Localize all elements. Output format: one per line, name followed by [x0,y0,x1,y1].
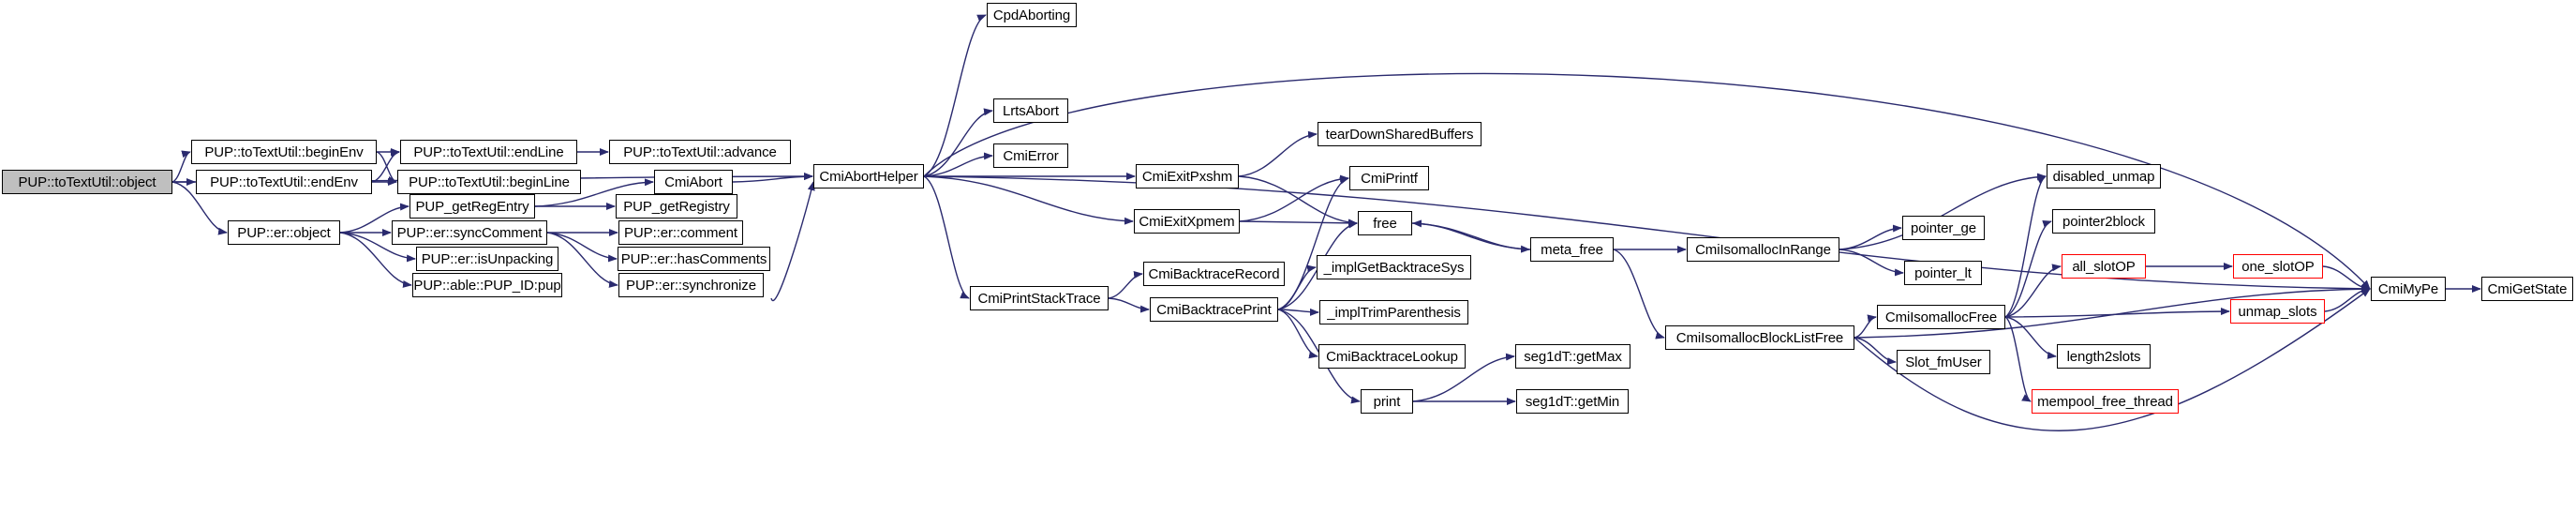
graph-node[interactable]: seg1dT::getMax [1515,344,1630,369]
graph-node[interactable]: one_slotOP [2233,254,2323,279]
graph-edge [1238,175,1358,227]
graph-edge [1277,309,1318,359]
graph-edge [1411,222,1530,253]
graph-node[interactable]: CmiIsomallocBlockListFree [1665,325,1854,350]
graph-node[interactable]: CmiBacktracePrint [1150,297,1278,322]
graph-edge [923,175,1134,225]
graph-node[interactable]: PUP::er::hasComments [618,247,770,271]
graph-node[interactable]: print [1361,389,1413,414]
graph-edge [1839,249,1904,277]
graph-edge [1854,314,1877,339]
graph-edge [2004,316,2032,402]
graph-edge [1277,176,1349,310]
graph-node[interactable]: PUP::toTextUtil::beginLine [397,170,581,194]
graph-edge [2004,316,2057,359]
graph-edge [171,150,191,183]
graph-node[interactable]: CmiAbortHelper [813,164,924,189]
graph-node[interactable]: PUP::er::object [228,220,340,245]
graph-node[interactable]: CmiError [993,143,1068,168]
graph-node[interactable]: pointer2block [2052,209,2155,234]
graph-edge [2004,264,2062,318]
graph-edge [1839,224,1902,250]
graph-node[interactable]: CmiPrintStackTrace [970,286,1109,310]
graph-node[interactable]: PUP::er::comment [618,220,743,245]
graph-node[interactable]: PUP::toTextUtil::beginEnv [191,140,377,164]
graph-edge [376,151,397,184]
graph-node[interactable]: CmiBacktraceLookup [1318,344,1466,369]
graph-node[interactable]: PUP::able::PUP_ID:pup [412,273,562,297]
graph-node[interactable]: CmiAbort [654,170,733,194]
graph-node[interactable]: PUP_getRegistry [616,194,737,219]
graph-edge [1239,219,1358,227]
graph-node[interactable]: disabled_unmap [2047,164,2161,189]
graph-node[interactable]: _implTrimParenthesis [1319,300,1468,324]
graph-node[interactable]: CmiMyPe [2371,277,2446,301]
graph-edge [2004,220,2052,318]
graph-node[interactable]: PUP::er::synchronize [618,273,764,297]
graph-node[interactable]: CmiIsomallocInRange [1687,237,1839,262]
graph-edge [1613,249,1665,339]
graph-edge [923,152,993,177]
graph-node[interactable]: unmap_slots [2230,299,2325,324]
graph-node[interactable]: PUP_getRegEntry [409,194,535,219]
graph-node[interactable]: PUP::er::syncComment [392,220,547,245]
graph-node[interactable]: CmiPrintf [1349,166,1429,190]
graph-node[interactable]: PUP::toTextUtil::endLine [400,140,577,164]
graph-node[interactable]: pointer_lt [1904,261,1982,285]
graph-node[interactable]: PUP::toTextUtil::object [2,170,172,194]
graph-edge [2004,308,2230,318]
graph-node[interactable]: CmiExitPxshm [1136,164,1239,189]
graph-edge [1412,219,1531,250]
graph-edge [923,14,987,177]
graph-edge [1238,130,1318,177]
graph-node[interactable]: seg1dT::getMin [1516,389,1629,414]
graph-edge [1239,174,1349,222]
graph-node[interactable]: PUP::toTextUtil::endEnv [196,170,372,194]
graph-node[interactable]: CmiBacktraceRecord [1143,262,1285,286]
graph-edge [732,173,813,183]
graph-node[interactable]: mempool_free_thread [2032,389,2179,414]
graph-node[interactable]: PUP::toTextUtil::advance [609,140,791,164]
graph-edge [923,108,993,177]
graph-edge [1108,271,1143,299]
graph-node[interactable]: pointer_ge [1902,216,1985,240]
graph-edge [2324,285,2371,312]
graph-node[interactable]: CmiExitXpmem [1134,209,1240,234]
graph-edge [1854,337,1897,366]
graph-node[interactable]: all_slotOP [2062,254,2146,279]
graph-node[interactable]: meta_free [1530,237,1614,262]
graph-node[interactable]: tearDownSharedBuffers [1318,122,1482,146]
graph-node[interactable]: Slot_fmUser [1897,350,1990,374]
graph-node[interactable]: free [1358,211,1412,235]
graph-node[interactable]: length2slots [2057,344,2151,369]
graph-node[interactable]: CpdAborting [987,3,1077,27]
graph-node[interactable]: CmiIsomallocFree [1877,305,2005,329]
graph-node[interactable]: LrtsAbort [993,98,1068,123]
graph-edge [1277,308,1319,316]
graph-node[interactable]: _implGetBacktraceSys [1317,255,1471,279]
graph-edge [2322,265,2371,293]
graph-edge-long [770,181,815,302]
graph-edge [923,175,970,299]
graph-edge [1108,297,1150,313]
graph-node[interactable]: PUP::er::isUnpacking [416,247,558,271]
graph-node[interactable]: CmiGetState [2481,277,2573,301]
graph-edge [2004,175,2047,318]
